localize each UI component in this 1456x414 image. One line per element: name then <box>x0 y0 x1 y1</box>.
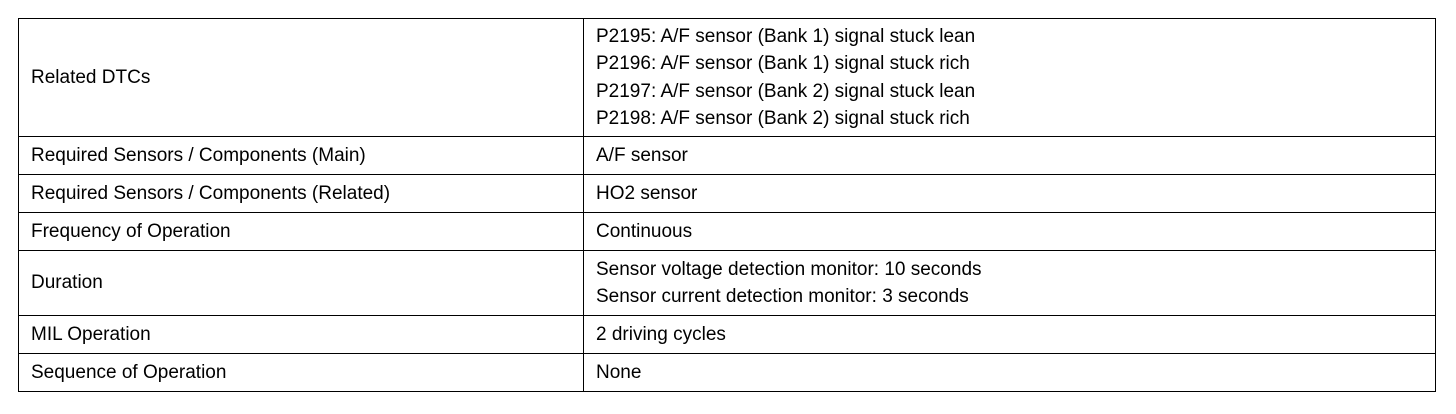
dtc-line: P2197: A/F sensor (Bank 2) signal stuck … <box>596 80 976 102</box>
value-line: 2 driving cycles <box>596 323 726 345</box>
monitor-spec-table: Related DTCs P2195: A/F sensor (Bank 1) … <box>18 18 1436 392</box>
dtc-line: P2198: A/F sensor (Bank 2) signal stuck … <box>596 108 970 129</box>
table-row-related-components: Required Sensors / Components (Related) … <box>18 174 1436 213</box>
table-row-sequence: Sequence of Operation None <box>18 353 1436 392</box>
row-value: Sensor voltage detection monitor: 10 sec… <box>583 250 1436 316</box>
row-value: A/F sensor <box>583 136 1436 175</box>
table-row-frequency: Frequency of Operation Continuous <box>18 212 1436 251</box>
value-line: None <box>596 361 642 383</box>
table-row-related-dtcs: Related DTCs P2195: A/F sensor (Bank 1) … <box>18 18 1436 137</box>
value-line: Sensor current detection monitor: 3 seco… <box>596 286 969 307</box>
row-label: Frequency of Operation <box>18 212 584 251</box>
row-value: Continuous <box>583 212 1436 251</box>
value-line: Continuous <box>596 220 693 242</box>
value-line: Sensor voltage detection monitor: 10 sec… <box>596 258 982 280</box>
row-value: 2 driving cycles <box>583 315 1436 354</box>
dtc-line: P2195: A/F sensor (Bank 1) signal stuck … <box>596 25 976 47</box>
row-value: HO2 sensor <box>583 174 1436 213</box>
row-label: Required Sensors / Components (Related) <box>18 174 584 213</box>
row-value: P2195: A/F sensor (Bank 1) signal stuck … <box>583 18 1436 137</box>
row-label: Related DTCs <box>18 18 584 137</box>
row-label: Required Sensors / Components (Main) <box>18 136 584 175</box>
table-row-duration: Duration Sensor voltage detection monito… <box>18 250 1436 316</box>
value-line: A/F sensor <box>596 144 688 166</box>
value-line: HO2 sensor <box>596 182 698 204</box>
row-label: Duration <box>18 250 584 316</box>
row-label: MIL Operation <box>18 315 584 354</box>
table-row-main-components: Required Sensors / Components (Main) A/F… <box>18 136 1436 175</box>
dtc-line: P2196: A/F sensor (Bank 1) signal stuck … <box>596 53 970 74</box>
row-label: Sequence of Operation <box>18 353 584 392</box>
row-value: None <box>583 353 1436 392</box>
table-row-mil-operation: MIL Operation 2 driving cycles <box>18 315 1436 354</box>
